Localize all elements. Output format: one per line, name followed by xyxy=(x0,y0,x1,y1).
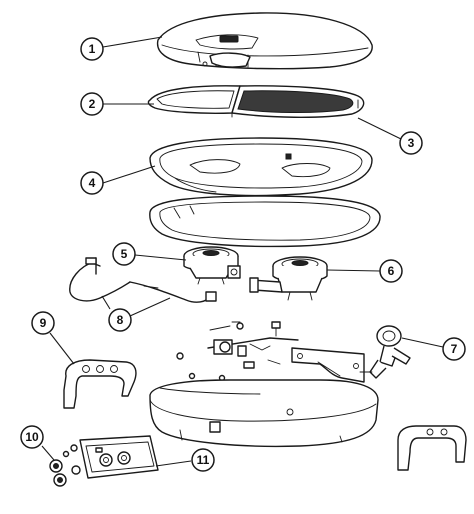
callout-label: 3 xyxy=(408,136,415,150)
callout-3: 3 xyxy=(399,131,423,155)
part-handle-left xyxy=(63,359,137,409)
part-control-valve xyxy=(176,321,299,382)
part-base-frame xyxy=(149,379,379,448)
callout-label: 7 xyxy=(451,342,458,356)
callout-label: 4 xyxy=(89,176,96,190)
callout-label: 8 xyxy=(117,313,124,327)
callout-7: 7 xyxy=(442,337,466,361)
part-firebox xyxy=(149,137,373,197)
part-control-panel xyxy=(79,435,159,479)
part-grate xyxy=(147,85,365,118)
callout-label: 1 xyxy=(89,42,96,56)
callout-4: 4 xyxy=(80,171,104,195)
callout-10: 10 xyxy=(20,425,44,449)
callout-2: 2 xyxy=(80,92,104,116)
callout-label: 2 xyxy=(89,97,96,111)
callout-9: 9 xyxy=(31,311,55,335)
callout-label: 9 xyxy=(40,316,47,330)
part-igniter-wires xyxy=(69,257,217,303)
part-burner-right xyxy=(249,256,328,301)
leader-lines xyxy=(41,36,444,467)
callout-6: 6 xyxy=(379,259,403,283)
callout-label: 10 xyxy=(25,430,39,444)
callout-label: 6 xyxy=(388,264,395,278)
callout-8: 8 xyxy=(108,308,132,332)
part-knobs xyxy=(49,444,81,487)
part-handle-right xyxy=(397,425,467,471)
callout-11: 11 xyxy=(191,448,215,472)
callout-label: 5 xyxy=(121,247,128,261)
part-bracket-plate xyxy=(291,347,365,383)
callout-1: 1 xyxy=(80,37,104,61)
callout-5: 5 xyxy=(112,242,136,266)
part-burner-left xyxy=(183,246,241,285)
part-lid xyxy=(156,12,373,70)
part-regulator xyxy=(359,325,411,379)
part-heat-tray xyxy=(149,195,381,248)
callout-label: 11 xyxy=(197,453,210,467)
